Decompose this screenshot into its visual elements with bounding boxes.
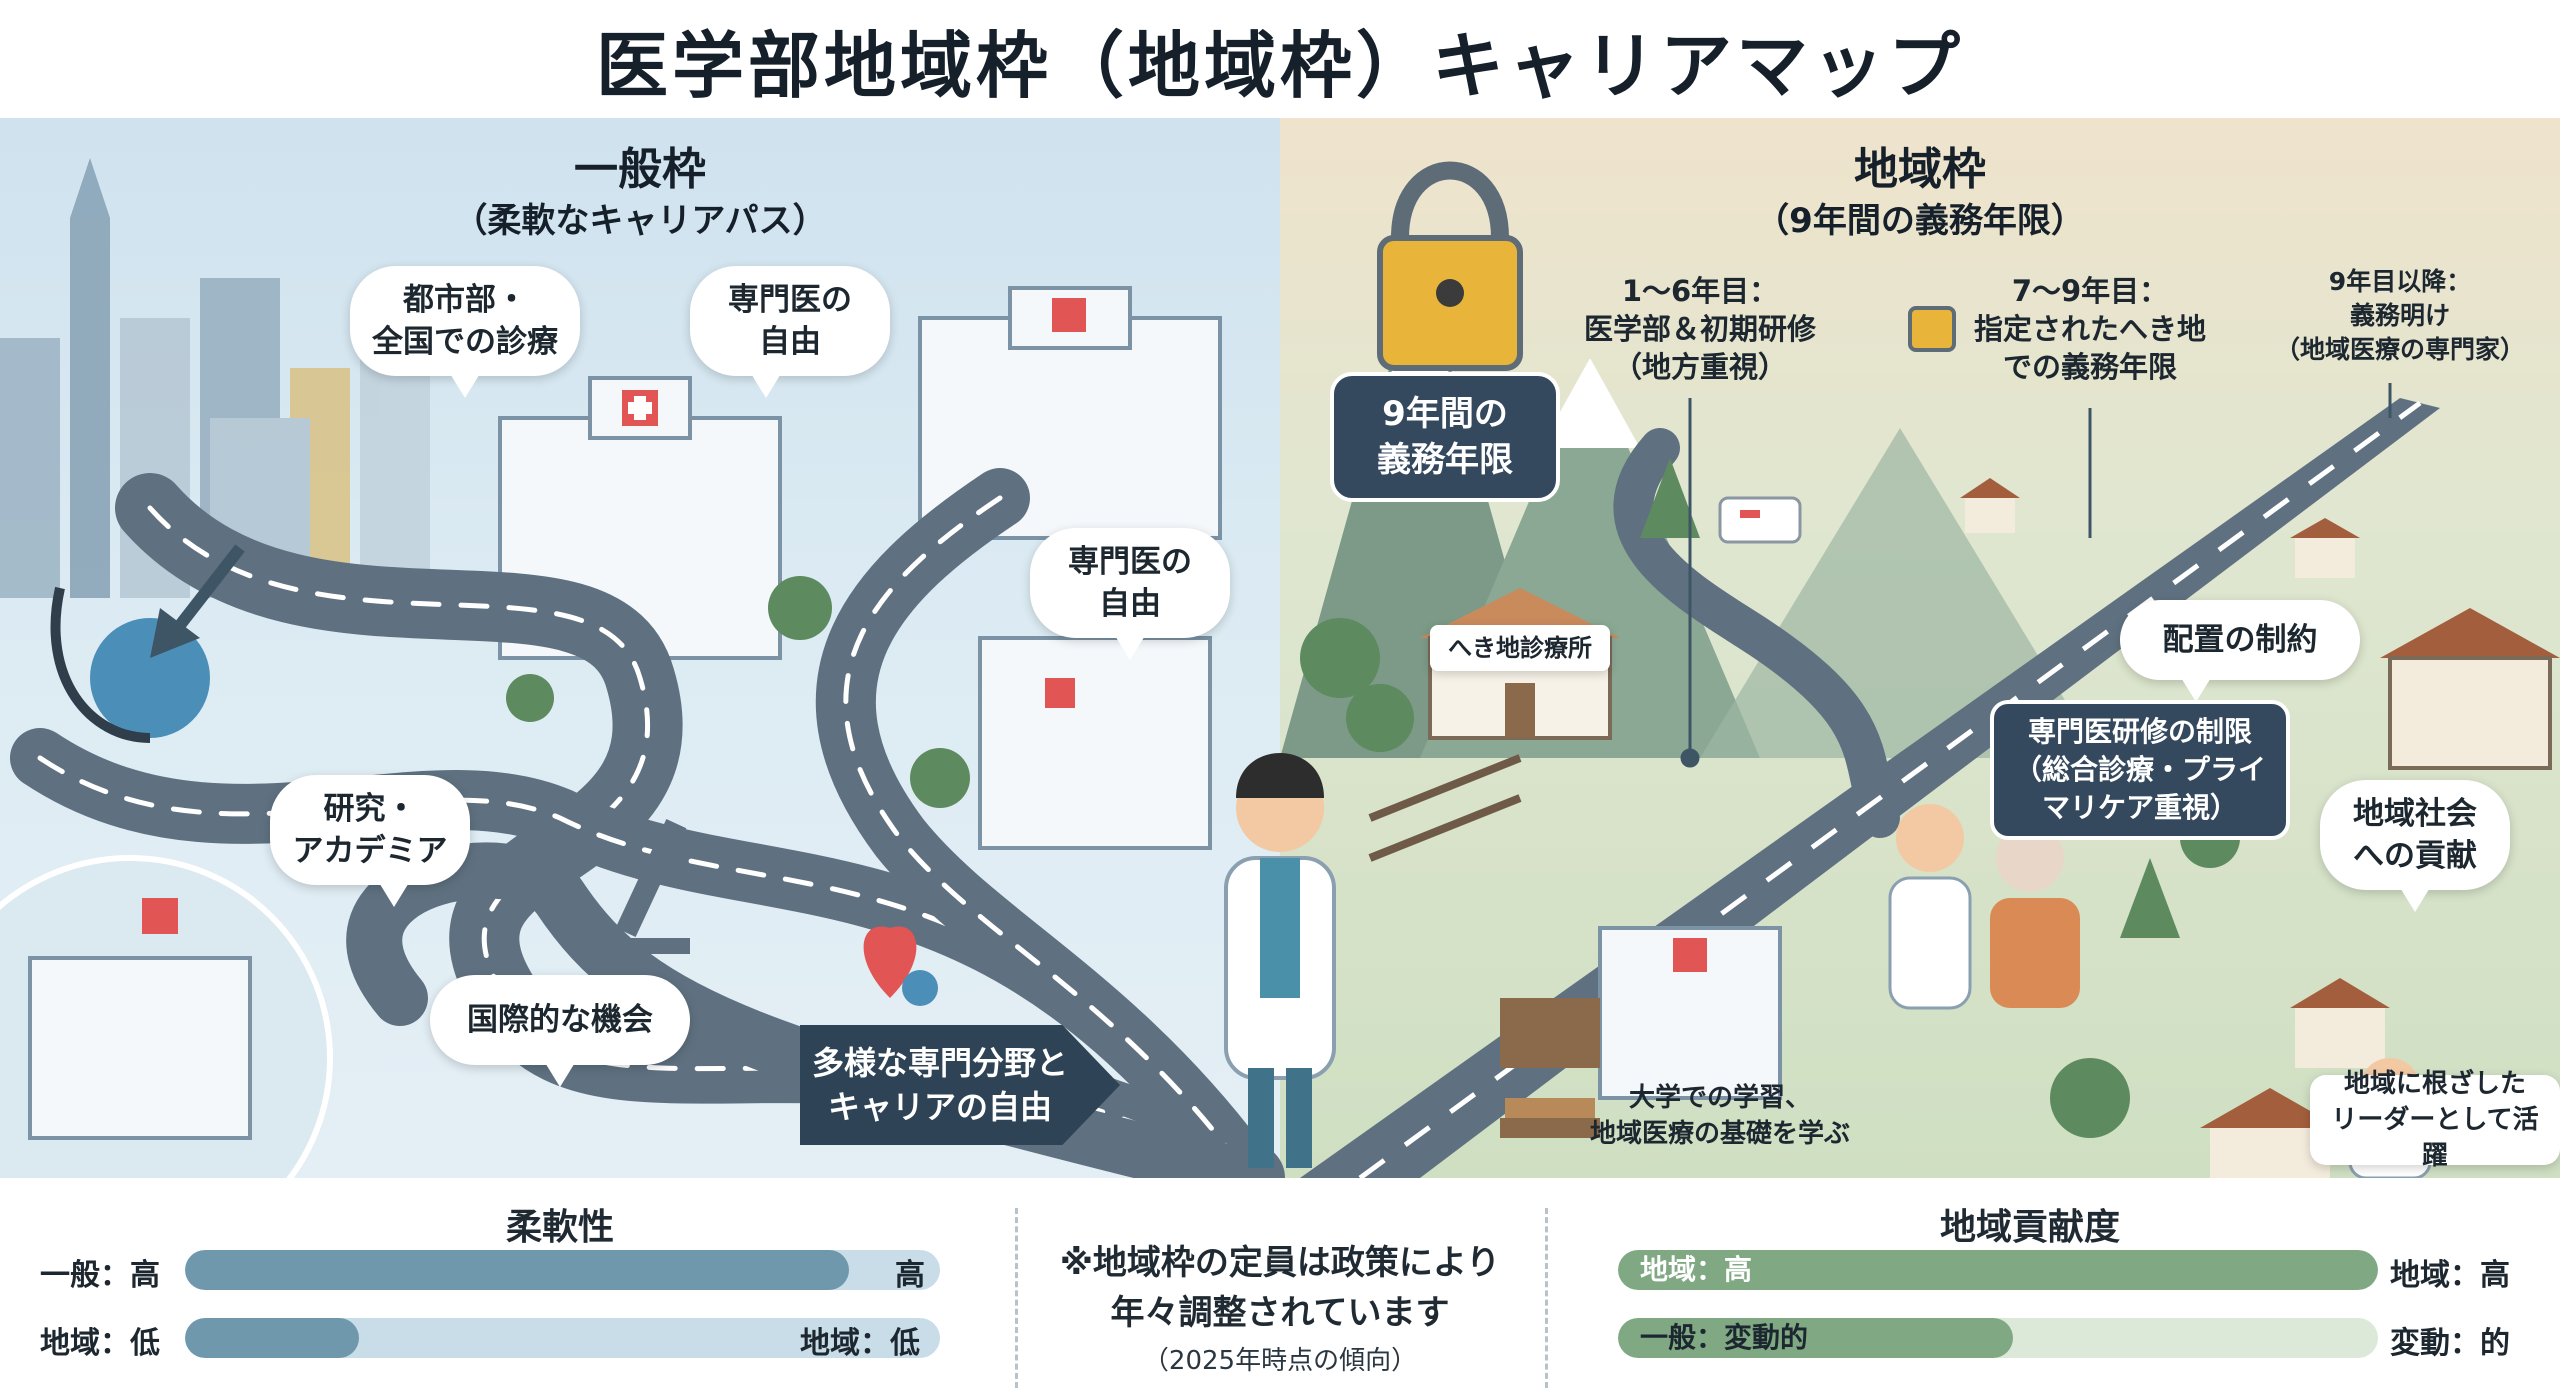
flex-row-general-end: 高 [895,1258,925,1293]
divider-left [1015,1208,1018,1388]
contrib-general-track: 一般：変動的 [1618,1318,2378,1358]
stethoscope-icon [50,586,210,743]
obligation-lock-box: 9年間の 義務年限 [1330,372,1560,502]
regional-track-heading: 地域枠 （9年間の義務年限） [1680,142,2160,244]
general-track-subtitle: （柔軟なキャリアパス） [453,201,827,241]
lock-icon [1377,161,1523,371]
flex-row-general-label: 一般：高 [40,1258,160,1293]
bubble-urban-practice: 都市部・ 全国での診療 [350,266,580,398]
bubble-placement-constraint: 配置の制約 [2120,600,2360,702]
comparison-section: 柔軟性 一般：高 高 地域：低 地域：低 ※地域枠の定員は政策により 年々調整さ… [0,1178,2560,1396]
contrib-regional-label: 地域：高 [1640,1253,1753,1286]
clinic-sign: へき地診療所 [1430,625,1610,671]
obligation-highway [1300,398,2440,1178]
phase-years-7-9: 7〜9年目： 指定されたへき地 での義務年限 [1973,274,2206,384]
university-study-label: 大学での学習、 地域医療の基礎を学ぶ [1589,1083,1850,1149]
phase-years-1-6: 1〜6年目： 医学部＆初期研修 （地方重視） [1583,274,1816,384]
flexibility-title: 柔軟性 [505,1207,614,1248]
bubble-specialist-freedom: 専門医の 自由 [690,266,890,398]
bubble-research-academia: 研究・ アカデミア [270,775,470,907]
flex-general-fill [185,1250,850,1290]
contrib-general-fill [1618,1318,2014,1358]
doctor-with-patient-icon [1888,804,2080,1010]
general-track-title: 一般枠 [574,144,706,195]
hospital-icon [978,636,1212,850]
general-track-heading: 一般枠 （柔軟なキャリアパス） [400,142,880,244]
contrib-regional-fill [1618,1250,2378,1290]
phase-after-year-9: 9年目以降： 義務明け （地域医療の専門家） [2274,267,2525,364]
flex-regional-track [185,1318,940,1358]
regional-track-subtitle: （9年間の義務年限） [1755,201,2085,241]
bubble-specialist-freedom-2: 専門医の 自由 [1030,528,1230,660]
regional-track-title: 地域枠 [1854,144,1986,195]
bubble-international: 国際的な機会 [430,975,690,1087]
books-icon [1500,1098,1600,1138]
flex-row-regional-end: 地域：低 [800,1326,920,1361]
ambulance-icon [1718,496,1802,544]
flex-row-regional-label: 地域：低 [40,1326,160,1361]
arrow-icon [150,544,245,658]
specialist-training-limit-box: 専門医研修の制限 （総合診療・プライ マリケア重視） [1990,700,2290,840]
lock-icon [1908,306,1956,352]
house-icon [2380,608,2560,770]
contrib-regional-end: 地域：高 [2390,1258,2510,1293]
contribution-title: 地域貢献度 [1939,1207,2120,1248]
medical-heart-icon [863,926,938,1006]
university-hospital-icon [1500,926,1782,1100]
hospital-icon [0,855,333,1178]
doctor-icon [1224,753,1336,1168]
contrib-general-label: 一般：変動的 [1640,1321,1809,1354]
quota-policy-note-year: （2025年時点の傾向） [1142,1346,1418,1376]
contrib-general-end: 変動：的 [2390,1326,2510,1361]
divider-right [1545,1208,1548,1388]
page-title: 医学部地域枠（地域枠）キャリアマップ [595,23,1964,108]
quota-policy-note: ※地域枠の定員は政策により 年々調整されています [1059,1243,1501,1333]
contrib-regional-track: 地域：高 [1618,1250,2378,1290]
bubble-community-contribution: 地域社会 への貢献 [2320,780,2510,912]
diverse-career-arrow: 多様な専門分野と キャリアの自由 [800,1025,1120,1145]
microscope-icon [600,818,690,954]
flex-general-track [185,1250,940,1290]
flex-regional-fill [185,1318,359,1358]
community-leader-label: 地域に根ざした リーダーとして活躍 [2310,1069,2560,1171]
